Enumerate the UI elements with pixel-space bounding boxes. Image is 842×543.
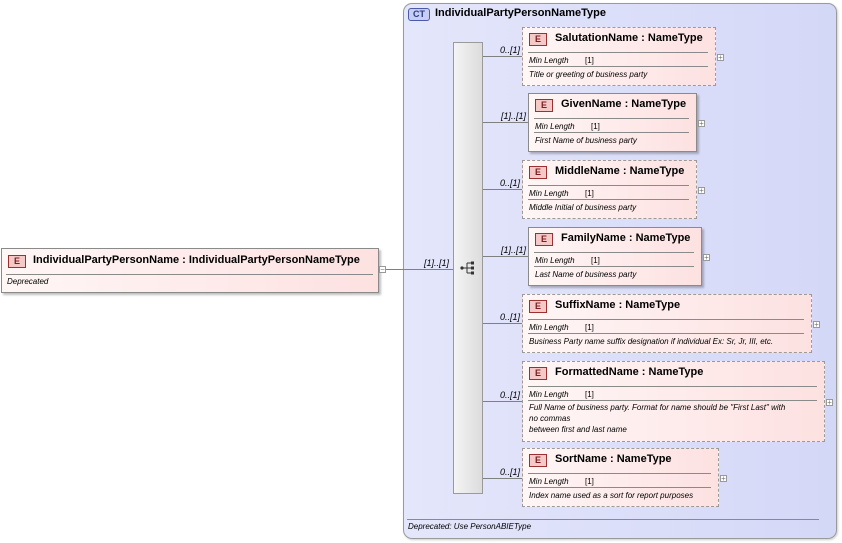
root-element-title: IndividualPartyPersonName : IndividualPa… [33,254,360,266]
title-separator [534,118,689,119]
minus-icon[interactable]: − [379,265,386,274]
plus-icon[interactable]: + [703,253,710,262]
child-element-doc: Full Name of business party. Format for … [529,403,786,412]
child-connector [483,189,522,190]
element-badge: E [529,166,547,179]
ct-footer-separator [407,519,819,520]
child-connector [483,323,522,324]
root-element-box[interactable]: E IndividualPartyPersonName : Individual… [1,248,379,293]
child-element-title: MiddleName : NameType [555,165,685,177]
facet-separator [528,333,804,334]
child-occurrence: [1]..[1] [500,111,526,121]
title-separator [528,185,689,186]
child-connector [483,478,522,479]
child-element-title: GivenName : NameType [561,98,687,110]
facet-separator [528,66,708,67]
plus-icon[interactable]: + [717,53,724,62]
child-element-doc: Index name used as a sort for report pur… [529,491,694,500]
child-element-title: SuffixName : NameType [555,299,681,311]
facet-separator [528,487,711,488]
facet-name: Min Length [535,256,575,265]
root-element-doc: Deprecated [7,277,49,286]
facet-separator [528,400,817,401]
root-occurrence: [1]..[1] [424,258,450,268]
child-element-doc: Last Name of business party [535,270,637,279]
child-occurrence: 0..[1] [499,312,520,322]
title-separator [534,252,694,253]
child-occurrence: 0..[1] [499,45,520,55]
child-element-doc: Business Party name suffix designation i… [529,337,774,346]
element-badge: E [529,367,547,380]
facet-value: [1] [585,323,594,332]
child-connector [483,256,528,257]
child-element-doc: Title or greeting of business party [529,70,648,79]
child-occurrence: 0..[1] [499,178,520,188]
facet-value: [1] [585,56,594,65]
root-separator [6,274,373,275]
plus-icon[interactable]: + [813,320,820,329]
title-separator [528,319,804,320]
child-occurrence: 0..[1] [499,390,520,400]
element-badge: E [529,33,547,46]
child-element-doc: between first and last name [529,425,627,434]
facet-value: [1] [591,122,600,131]
facet-name: Min Length [535,122,575,131]
facet-separator [534,132,689,133]
facet-separator [534,266,694,267]
facet-name: Min Length [529,477,569,486]
child-occurrence: 0..[1] [499,467,520,477]
child-occurrence: [1]..[1] [500,245,526,255]
ct-badge: CT [408,8,430,21]
plus-icon[interactable]: + [720,474,727,483]
facet-name: Min Length [529,323,569,332]
facet-value: [1] [591,256,600,265]
facet-separator [528,199,689,200]
element-badge: E [535,99,553,112]
element-badge: E [535,233,553,246]
child-element-title: SortName : NameType [555,453,672,465]
child-element-doc: Middle Initial of business party [529,203,637,212]
child-connector [483,401,522,402]
child-element-title: FormattedName : NameType [555,366,704,378]
facet-value: [1] [585,477,594,486]
element-badge: E [529,454,547,467]
child-element-doc: no commas [529,414,571,423]
child-element-title: SalutationName : NameType [555,32,703,44]
element-badge: E [8,255,26,268]
title-separator [528,473,711,474]
child-connector [483,56,522,57]
title-separator [528,52,708,53]
plus-icon[interactable]: + [826,398,833,407]
facet-value: [1] [585,390,594,399]
facet-name: Min Length [529,390,569,399]
plus-icon[interactable]: + [698,119,705,128]
element-badge: E [529,300,547,313]
root-connector [386,269,453,270]
child-element-title: FamilyName : NameType [561,232,691,244]
title-separator [528,386,817,387]
ct-title: IndividualPartyPersonNameType [435,7,606,19]
facet-name: Min Length [529,189,569,198]
child-connector [483,122,528,123]
facet-value: [1] [585,189,594,198]
sequence-compositor-icon [460,261,474,275]
child-element-doc: First Name of business party [535,136,637,145]
plus-icon[interactable]: + [698,186,705,195]
facet-name: Min Length [529,56,569,65]
ct-footer-doc: Deprecated: Use PersonABIEType [408,522,532,531]
